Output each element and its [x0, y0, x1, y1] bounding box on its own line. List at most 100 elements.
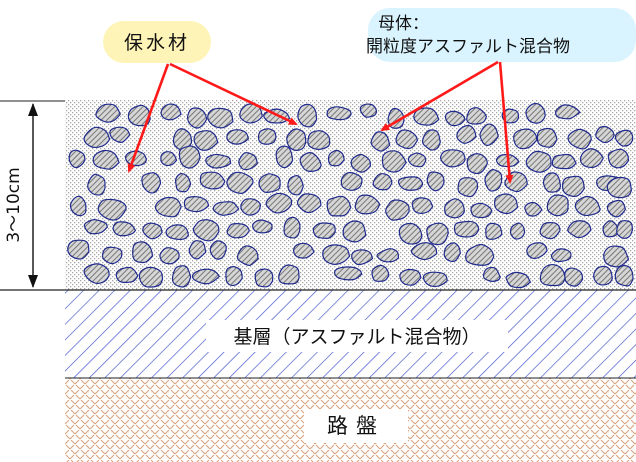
aggregate-stone [188, 240, 207, 260]
aggregate-stone [398, 222, 423, 245]
aggregate-stone [351, 249, 374, 266]
aggregate-stone [327, 149, 345, 167]
aggregate-stone [142, 222, 163, 240]
aggregate-stone [370, 131, 391, 152]
aggregate-stone [385, 199, 410, 221]
aggregate-stone [372, 173, 393, 191]
aggregate-stone [275, 145, 294, 169]
aggregate-stone [614, 129, 634, 147]
aggregate-stone [616, 220, 634, 239]
aggregate-stone [112, 221, 137, 237]
aggregate-stone [257, 128, 277, 145]
thickness-label: 3〜10cm [4, 167, 24, 242]
matrix-callout: 母体： 開粒度アスファルト混合物 [366, 8, 636, 62]
aggregate-stone [550, 248, 572, 263]
base-layer-label: 基層（アスファルト混合物） [233, 326, 480, 348]
aggregate-stone [470, 202, 493, 219]
aggregate-stone [265, 192, 293, 214]
thickness-dimension: 3〜10cm [4, 103, 38, 288]
aggregate-stone [606, 199, 627, 218]
aggregate-stone [278, 264, 300, 285]
aggregate-stone [297, 103, 318, 128]
aggregate-stone [293, 242, 315, 259]
arrow-water-right [169, 62, 298, 126]
aggregate-stone [340, 171, 363, 191]
aggregate-stone [165, 224, 190, 241]
aggregate-stone [69, 195, 87, 217]
arrow-matrix-left [380, 60, 499, 132]
aggregate-stone [226, 129, 250, 145]
aggregate-stones [67, 102, 634, 289]
aggregate-stone [606, 176, 633, 199]
aggregate-stone [555, 104, 581, 120]
aggregate-stone [526, 242, 548, 260]
aggregate-stone [312, 222, 336, 240]
aggregate-stone [411, 197, 434, 214]
aggregate-stone [484, 169, 503, 192]
aggregate-stone [207, 107, 234, 129]
aggregate-stone [83, 126, 111, 149]
aggregate-stone [399, 268, 422, 286]
matrix-label-line1: 母体： [378, 14, 429, 34]
aggregate-stone [160, 103, 182, 121]
aggregate-stone [457, 177, 478, 198]
aggregate-stone [567, 128, 592, 150]
aggregate-stone [381, 150, 407, 173]
callout-arrows [127, 60, 514, 184]
aggregate-stone [322, 244, 351, 265]
aggregate-stone [132, 241, 154, 264]
aggregate-stone [551, 153, 577, 170]
subbase-label: 路盤 [327, 414, 385, 438]
aggregate-stone [186, 107, 208, 129]
aggregate-stone [574, 195, 601, 217]
arrow-matrix-right [498, 61, 514, 184]
aggregate-stone [209, 240, 227, 260]
aggregate-stone [564, 267, 584, 287]
aggregate-stone [395, 129, 419, 150]
aggregate-stone [567, 220, 592, 239]
aggregate-stone [456, 124, 477, 144]
aggregate-stone [174, 173, 192, 193]
aggregate-stone [421, 129, 441, 151]
aggregate-stone [422, 271, 448, 288]
aggregate-stone [525, 150, 552, 173]
aggregate-stone [407, 152, 427, 168]
aggregate-stone [413, 107, 440, 126]
matrix-label-line2: 開粒度アスファルト混合物 [366, 37, 570, 57]
aggregate-stone [95, 103, 121, 123]
aggregate-stone [109, 126, 131, 143]
aggregate-stone [513, 128, 538, 150]
aggregate-stone [444, 198, 466, 219]
aggregate-stone [97, 198, 127, 221]
aggregate-stone [287, 175, 304, 196]
aggregate-stone [193, 130, 219, 151]
aggregate-stone [542, 172, 562, 193]
aggregate-stone [614, 264, 634, 287]
aggregate-stone [546, 194, 569, 217]
aggregate-stone [160, 151, 178, 167]
aggregate-stone [509, 222, 526, 240]
aggregate-stone [283, 216, 301, 239]
water-retention-label: 保水材 [124, 32, 190, 54]
aggregate-stone [595, 125, 615, 144]
aggregate-stone [226, 171, 254, 194]
aggregate-stone [192, 219, 220, 242]
aggregate-stone [178, 145, 201, 169]
aggregate-stone [410, 242, 438, 261]
subbase-label-group: 路盤 [304, 409, 408, 443]
aggregate-stone [505, 271, 532, 289]
aggregate-stone [371, 264, 390, 282]
aggregate-stone [115, 266, 139, 283]
aggregate-stone [539, 221, 561, 240]
aggregate-stone [466, 107, 488, 125]
aggregate-stone [350, 153, 371, 173]
aggregate-stone [67, 239, 90, 260]
aggregate-stone [426, 222, 449, 246]
aggregate-stone [525, 102, 546, 124]
aggregate-stone [199, 171, 226, 190]
aggregate-stone [440, 149, 466, 168]
aggregate-stone [225, 265, 243, 287]
aggregate-stone [299, 151, 322, 172]
aggregate-stone [87, 173, 106, 196]
